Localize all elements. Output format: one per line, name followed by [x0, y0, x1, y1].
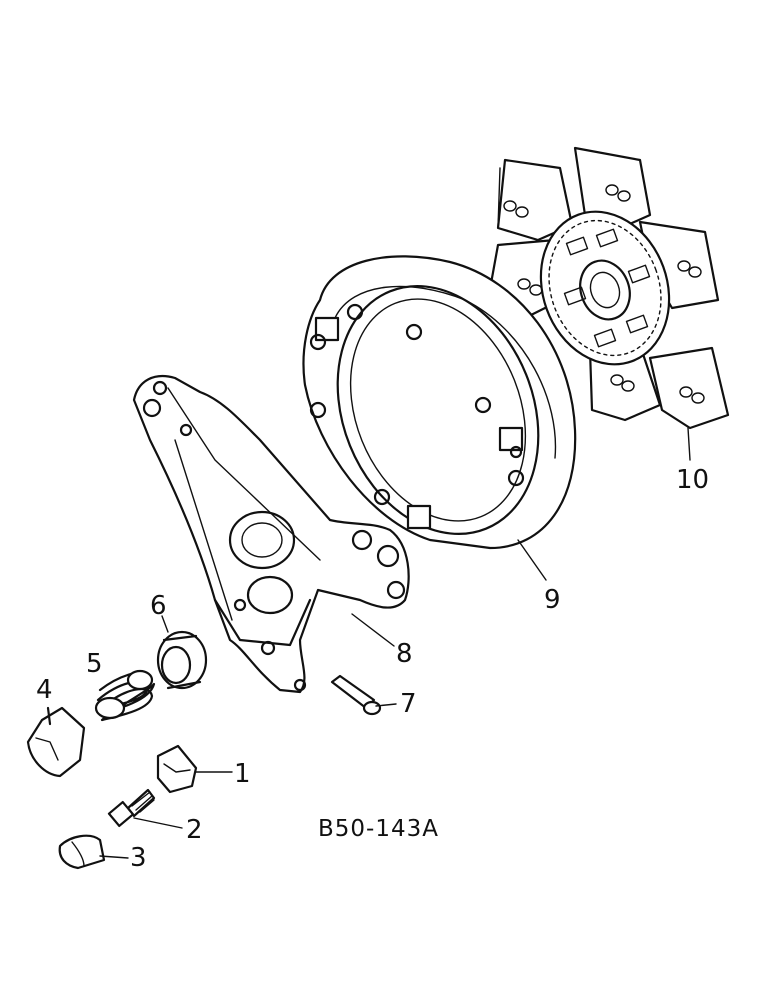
callout-9: 9 — [544, 585, 561, 615]
bearing-part — [156, 630, 208, 690]
small-bracket-part — [156, 744, 198, 794]
callout-10: 10 — [676, 465, 709, 495]
saddle-clip-part — [58, 834, 106, 870]
callout-3: 3 — [130, 843, 147, 873]
bolt-part — [107, 788, 156, 828]
leader-lines — [99, 427, 691, 859]
clutch-cover-part — [302, 255, 577, 550]
callout-2: 2 — [186, 815, 203, 845]
callout-4: 4 — [36, 675, 53, 705]
clip-part — [26, 706, 86, 778]
pin-part — [330, 674, 382, 716]
callout-5: 5 — [86, 649, 103, 679]
drawing-code-label: B50-143A — [318, 816, 439, 842]
callout-8: 8 — [396, 639, 413, 669]
spring-part — [94, 669, 156, 722]
release-bracket-part — [132, 374, 410, 694]
callout-7: 7 — [400, 689, 417, 719]
callout-1: 1 — [234, 759, 251, 789]
callout-6: 6 — [150, 591, 167, 621]
